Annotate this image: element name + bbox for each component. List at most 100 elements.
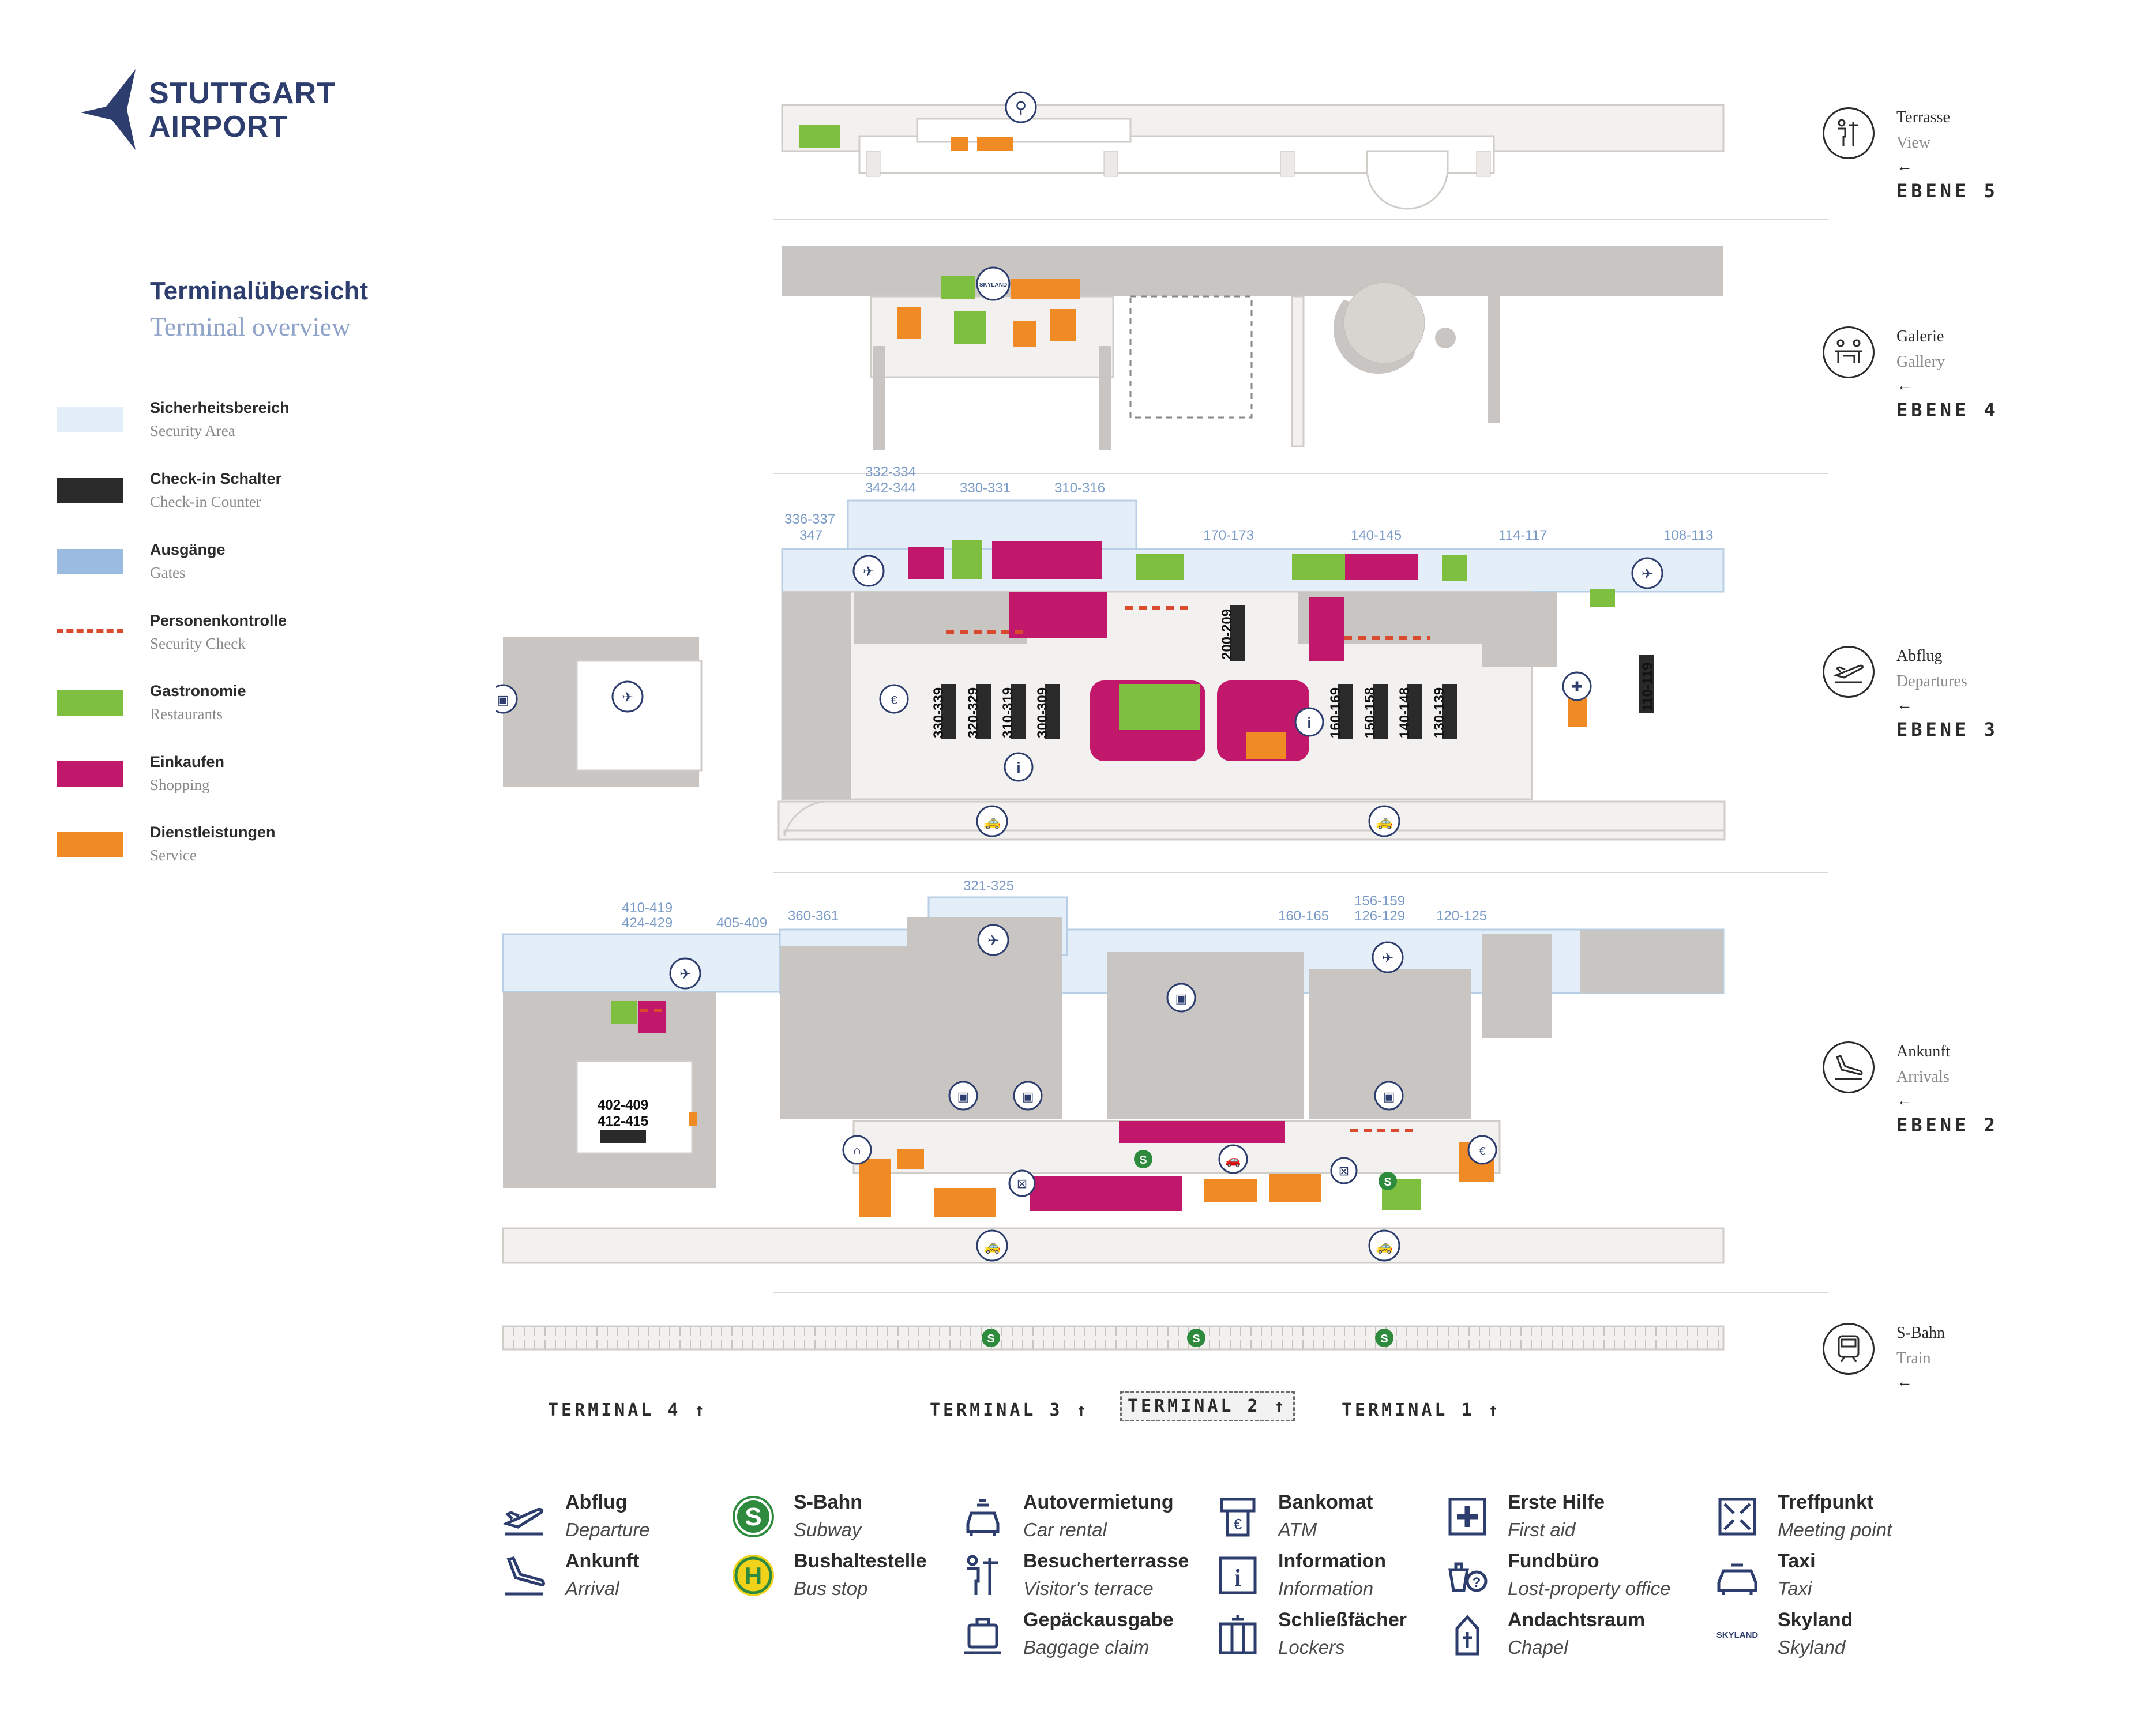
- terminal-4-label[interactable]: TERMINAL 4 ↑: [548, 1400, 708, 1420]
- arrival-icon[interactable]: ✈: [1372, 941, 1404, 973]
- level-label-4[interactable]: Galerie Gallery ← EBENE 4: [1823, 326, 2053, 442]
- level-5-terrace-map: ⚲: [781, 91, 1725, 210]
- terminal-2-label[interactable]: TERMINAL 2 ↑: [1120, 1391, 1295, 1421]
- s-bahn-station-icon[interactable]: S: [1375, 1329, 1393, 1347]
- gate-label: 120-125: [1436, 908, 1487, 924]
- checkin-label: 140-148: [1397, 687, 1413, 738]
- meeting-point-icon[interactable]: ⊠: [1330, 1157, 1358, 1184]
- taxi-icon[interactable]: 🚕: [976, 805, 1008, 837]
- checkin-counter: [1338, 684, 1353, 739]
- baggage-claim-icon[interactable]: ▣: [1374, 1081, 1404, 1111]
- legend-lost-property: ? Fundbüro Lost-property office: [1444, 1550, 1687, 1608]
- legend-item-gates: Ausgänge Gates: [57, 541, 356, 593]
- atm-icon: €: [1220, 1498, 1256, 1537]
- svg-text:✈: ✈: [679, 966, 691, 982]
- s-bahn-track: S S S: [502, 1325, 1725, 1351]
- departure-icon: [502, 1508, 544, 1536]
- departure-icon[interactable]: ✈: [1631, 557, 1663, 589]
- checkin-counter: [976, 684, 991, 739]
- legend-label-en: ATM: [1278, 1519, 1317, 1540]
- checkin-label: 330-339: [931, 687, 946, 738]
- s-bahn-icon[interactable]: S: [1379, 1172, 1397, 1190]
- baggage-claim-icon[interactable]: ▣: [948, 1081, 978, 1111]
- gate-label: 405-409: [716, 915, 767, 931]
- checkin-label: 110-119: [1640, 663, 1655, 712]
- gate-label: 347: [799, 528, 822, 543]
- skyland-icon[interactable]: SKYLAND: [976, 266, 1011, 301]
- legend-label: Erste Hilfe: [1508, 1491, 1605, 1513]
- svg-text:S: S: [1384, 1176, 1391, 1189]
- first-aid-icon[interactable]: ✚: [1562, 671, 1592, 701]
- atm-icon[interactable]: €: [879, 684, 909, 714]
- checkin-counter: [1442, 684, 1457, 739]
- arrival-icon: [1823, 1041, 1875, 1093]
- level-label-5[interactable]: Terrasse View ← EBENE 5: [1823, 107, 2053, 223]
- legend-item-checkin: Check-in Schalter Check-in Counter: [57, 470, 356, 522]
- legend-bus-stop: H Bushaltestelle Bus stop: [730, 1550, 972, 1608]
- arrival-icon[interactable]: ✈: [977, 924, 1009, 956]
- taxi-icon[interactable]: 🚕: [976, 1229, 1008, 1262]
- svg-text:H: H: [745, 1562, 762, 1589]
- checkin-counter: [1230, 606, 1245, 661]
- visitor-terrace-icon[interactable]: ⚲: [1005, 91, 1037, 123]
- legend-label: Treffpunkt: [1778, 1491, 1874, 1513]
- meeting-point-icon[interactable]: ⊠: [1008, 1169, 1036, 1197]
- s-bahn-station-icon[interactable]: S: [1187, 1329, 1205, 1347]
- svg-text:▣: ▣: [957, 1089, 970, 1104]
- baggage-claim-icon[interactable]: ▣: [1166, 983, 1196, 1013]
- legend-information: i Information Information: [1215, 1550, 1457, 1608]
- checkin-label: 150-158: [1362, 687, 1378, 738]
- legend-label: Besucherterrasse: [1023, 1550, 1189, 1572]
- departure-icon[interactable]: ✈: [611, 680, 644, 713]
- legend-departure: Abflug Departure: [502, 1491, 744, 1549]
- legend-label-en: Subway: [794, 1519, 862, 1540]
- checkin-label: 310-319: [1000, 687, 1016, 738]
- gate-label: 140-145: [1351, 528, 1402, 543]
- level-number: EBENE 4: [1896, 399, 1999, 421]
- svg-text:▣: ▣: [497, 693, 509, 707]
- left-arrow-icon: ←: [1896, 376, 1913, 394]
- taxi-icon[interactable]: 🚕: [1368, 805, 1400, 837]
- svg-text:S: S: [1192, 1333, 1200, 1345]
- gallery-icon: [1823, 326, 1875, 378]
- level-label-3[interactable]: Abflug Departures ← EBENE 3: [1823, 646, 2053, 761]
- legend-label-en: Chapel: [1508, 1637, 1568, 1658]
- level-label-2[interactable]: Ankunft Arrivals ← EBENE 2: [1823, 1041, 2053, 1157]
- information-icon[interactable]: i: [1004, 752, 1034, 782]
- svg-text:i: i: [1234, 1565, 1241, 1592]
- svg-text:✈: ✈: [1642, 566, 1653, 582]
- legend-label: Personenkontrolle: [150, 612, 287, 629]
- stuttgart-airport-logo: STUTTGART AIRPORT: [81, 69, 346, 150]
- information-icon[interactable]: i: [1294, 707, 1324, 737]
- s-bahn-icon[interactable]: S: [1134, 1150, 1152, 1168]
- checkin-label: 160-169: [1328, 687, 1343, 738]
- legend-label: Bushaltestelle: [794, 1550, 927, 1572]
- legend-label-en: Bus stop: [794, 1578, 868, 1599]
- terminal-3-label[interactable]: TERMINAL 3 ↑: [930, 1400, 1090, 1420]
- svg-text:SKYLAND: SKYLAND: [979, 282, 1007, 288]
- legend-swatch-security-check: [57, 629, 123, 633]
- service-area: [977, 137, 1013, 151]
- departure-icon[interactable]: ✈: [852, 555, 885, 587]
- baggage-claim-icon[interactable]: ▣: [496, 684, 518, 714]
- level-label-sbahn[interactable]: S-Bahn Train ←: [1823, 1323, 2053, 1438]
- svg-text:?: ?: [1473, 1575, 1481, 1590]
- legend-label: Andachtsraum: [1508, 1609, 1646, 1631]
- level-name-en: Arrivals: [1896, 1068, 1950, 1086]
- legend-label: Ausgänge: [150, 541, 226, 558]
- arrival-icon[interactable]: ✈: [669, 957, 701, 990]
- lockers-icon: [1219, 1615, 1257, 1654]
- legend-label-en: Security Area: [150, 422, 235, 439]
- gate-label: 126-129: [1354, 908, 1405, 924]
- baggage-claim-icon[interactable]: ▣: [1013, 1081, 1043, 1111]
- level-4-gallery-map: SKYLAND: [782, 246, 1723, 450]
- legend-label-en: Security Check: [150, 635, 246, 652]
- svg-text:✈: ✈: [863, 564, 874, 580]
- legend-label-en: Service: [150, 847, 197, 864]
- atm-icon[interactable]: €: [1467, 1135, 1497, 1165]
- terminal-1-label[interactable]: TERMINAL 1 ↑: [1342, 1400, 1501, 1420]
- car-rental-icon[interactable]: 🚗: [1218, 1144, 1248, 1174]
- taxi-icon[interactable]: 🚕: [1368, 1229, 1400, 1262]
- chapel-icon[interactable]: ⌂: [842, 1135, 872, 1165]
- s-bahn-station-icon[interactable]: S: [982, 1329, 1000, 1347]
